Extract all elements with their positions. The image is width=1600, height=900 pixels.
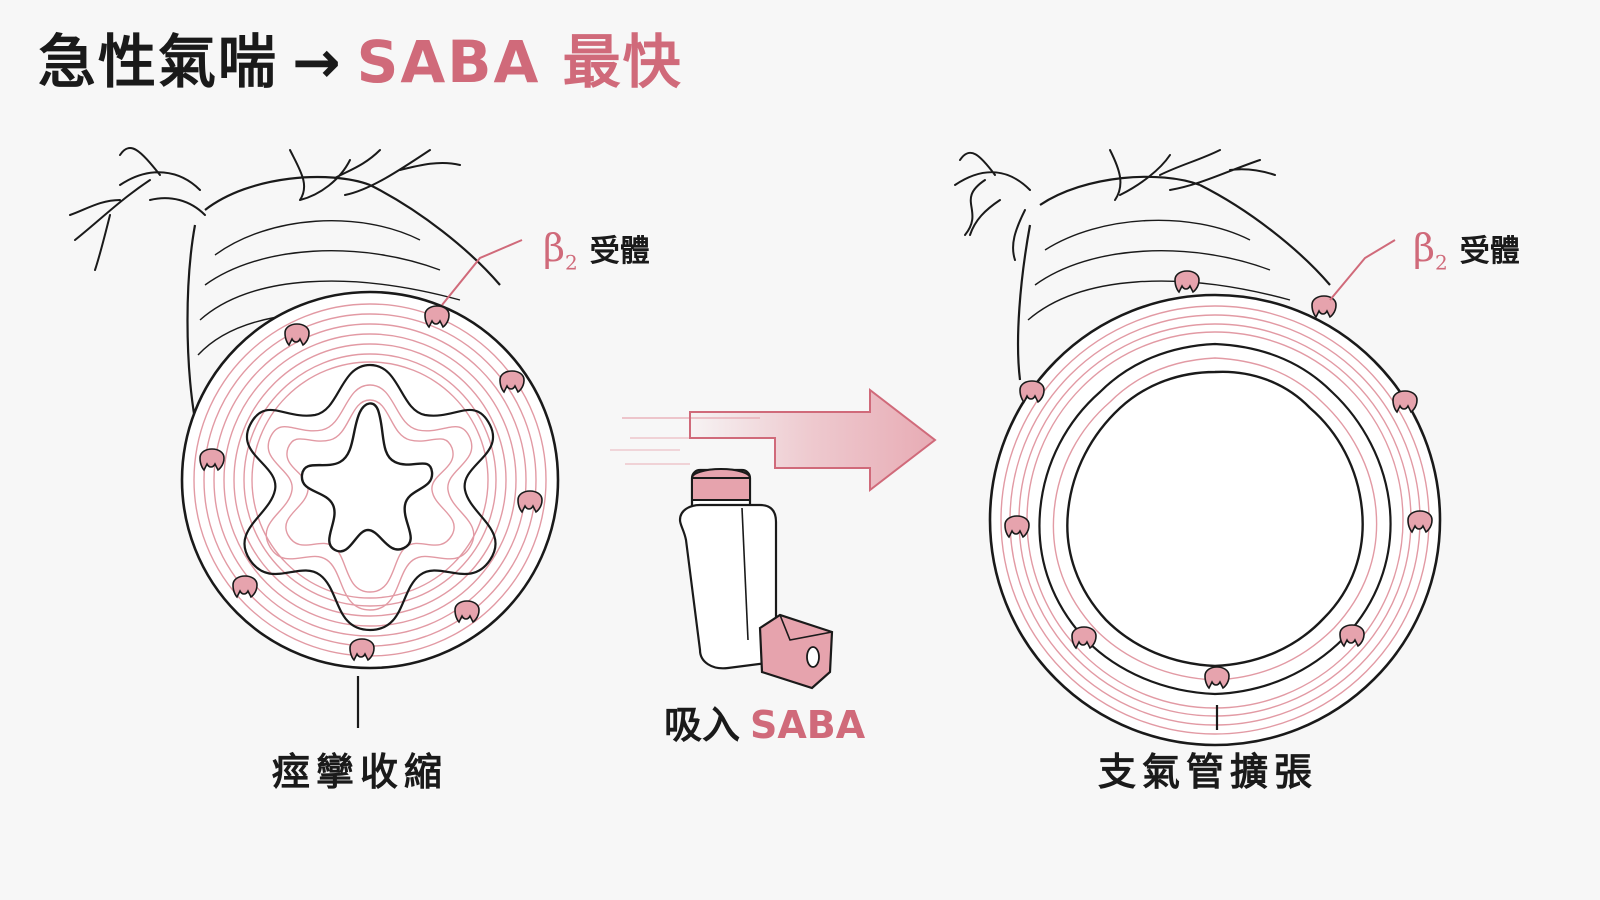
title-arrow: → [292,28,343,96]
beta-symbol: β2 [543,226,578,275]
beta2-receptor-icon [284,323,310,347]
arrow-right-icon [610,387,937,493]
left-bronchial-branches-icon [69,146,461,271]
beta2-receptor-icon [1392,390,1418,414]
caption-right: 支氣管擴張 [1098,750,1319,794]
inhale-prefix: 吸入 [664,703,741,747]
left-receptor-label: β2 受體 [543,226,650,275]
receptor-text: 受體 [1459,234,1520,269]
caption-left: 痙攣收縮 [272,750,449,794]
beta2-receptor-icon [499,370,525,394]
beta2-receptor-icon [1339,624,1365,648]
beta2-receptor-icon [1071,626,1097,650]
right-beta2-receptors [1004,270,1433,690]
beta2-receptor-icon [1004,515,1030,539]
right-airway-tube [1016,175,1331,381]
center-transition [610,387,937,690]
beta2-receptor-icon [199,448,225,472]
right-receptor-leader-line [1329,239,1396,301]
left-mucosa-folds [243,363,497,632]
right-airway-dilated [954,149,1442,747]
beta2-receptor-icon [1174,270,1200,294]
beta2-receptor-icon [1311,295,1337,319]
beta2-receptor-icon [517,490,543,514]
right-bronchial-branches-icon [954,149,1276,261]
beta2-receptor-icon [1204,666,1230,690]
saba-inhaler-icon [678,468,834,690]
right-open-lumen [1066,370,1364,668]
title-prefix: 急性氣喘 [38,28,279,96]
beta2-receptor-icon [1019,380,1045,404]
left-receptor-leader-line [441,239,523,306]
beta2-receptor-icon [424,305,450,329]
beta2-receptor-icon [454,600,480,624]
beta2-receptor-icon [349,638,375,662]
beta-symbol: β2 [1413,226,1448,275]
left-airway-tube [186,175,501,421]
inhale-drug: SABA [750,703,866,747]
beta2-receptor-icon [1407,510,1433,534]
page-title: 急性氣喘→SABA 最快 [38,28,683,98]
right-mucosa-outline [1038,342,1392,696]
receptor-text: 受體 [589,234,650,269]
beta2-receptor-icon [232,575,258,599]
left-beta2-receptors [199,305,543,662]
right-receptor-label: β2 受體 [1413,226,1520,275]
left-airway-constricted [69,146,560,728]
title-highlight: SABA 最快 [356,28,683,96]
